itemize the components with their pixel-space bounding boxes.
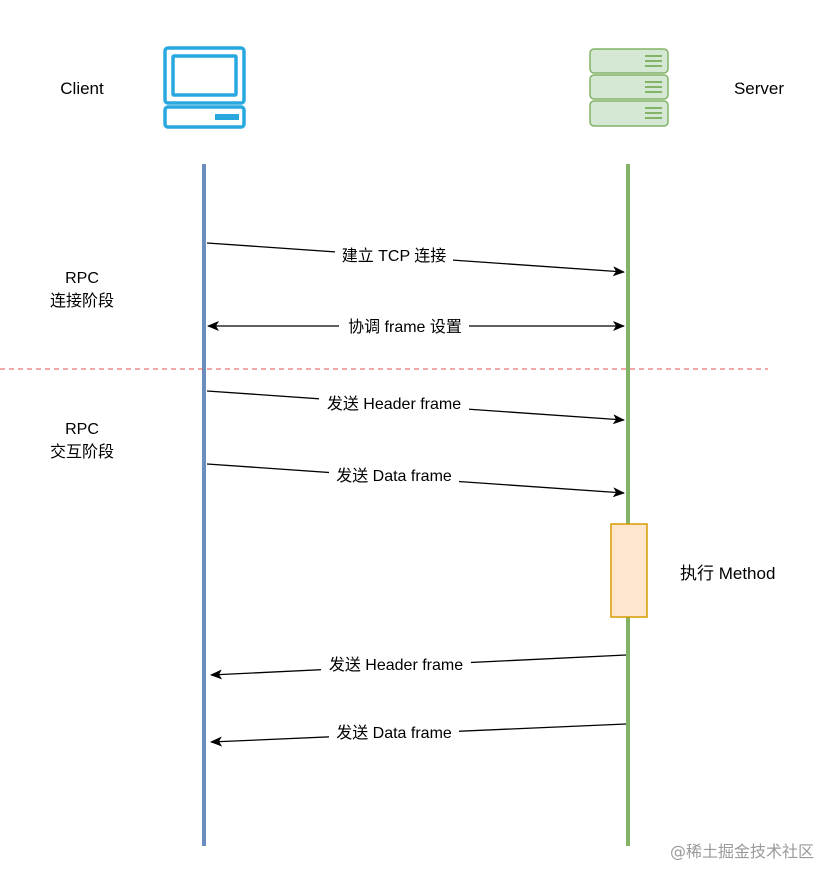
activation-box xyxy=(610,523,648,618)
activation-label: 执行 Method xyxy=(680,564,775,583)
message-label: 发送 Header frame xyxy=(329,656,463,674)
message: 发送 Header frame xyxy=(210,654,627,680)
client-label: Client xyxy=(60,79,104,98)
message: 发送 Header frame xyxy=(206,390,625,425)
message-label-bg xyxy=(319,392,469,414)
phase-connect-label: RPC xyxy=(65,270,99,287)
message-label: 建立 TCP 连接 xyxy=(342,247,447,265)
phase-connect-label: 连接阶段 xyxy=(50,292,114,310)
message: 协调 frame 设置 xyxy=(207,315,625,337)
phase-interact-label: RPC xyxy=(65,421,99,438)
message-label: 发送 Data frame xyxy=(336,724,452,742)
message-label-bg xyxy=(321,654,471,676)
message: 发送 Data frame xyxy=(210,722,627,747)
computer-monitor-icon xyxy=(163,46,246,129)
message-label: 协调 frame 设置 xyxy=(348,318,462,336)
message-label-bg xyxy=(335,244,453,266)
message-label-bg xyxy=(339,315,469,337)
phase-interact-label: 交互阶段 xyxy=(50,443,114,461)
watermark: @稀土掘金技术社区 xyxy=(670,842,814,861)
message-label: 发送 Data frame xyxy=(336,467,452,485)
message: 建立 TCP 连接 xyxy=(206,242,625,277)
message-label: 发送 Header frame xyxy=(327,395,461,413)
message-label-bg xyxy=(329,722,459,744)
server-rack-icon xyxy=(589,48,669,127)
message: 发送 Data frame xyxy=(206,463,625,498)
server-label: Server xyxy=(734,79,784,98)
message-label-bg xyxy=(329,464,459,486)
